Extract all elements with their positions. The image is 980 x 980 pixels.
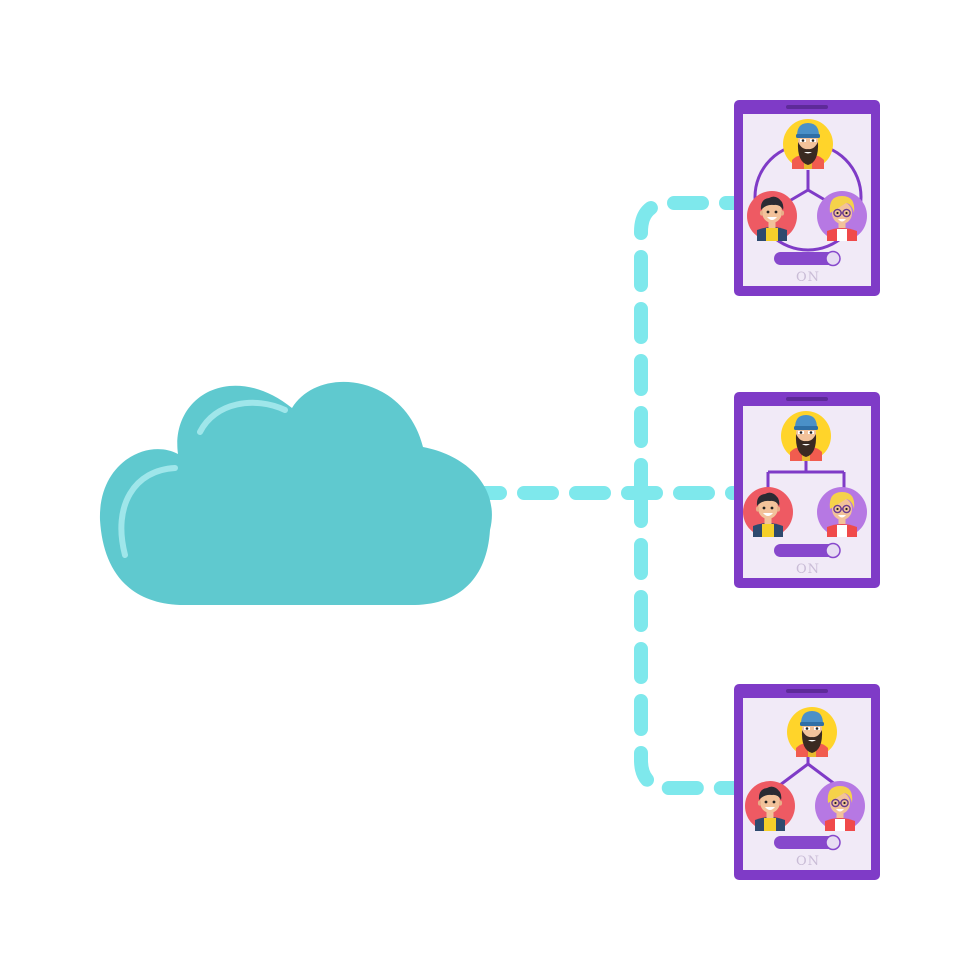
avatar-bearded-icon — [787, 707, 837, 757]
cloud-icon — [99, 381, 492, 605]
tablet-speaker — [786, 397, 828, 401]
avatar-blond-icon — [816, 486, 868, 538]
tablet-speaker — [786, 689, 828, 693]
cloud-highlight-top — [197, 399, 288, 435]
cloud-highlight — [118, 465, 178, 558]
toggle-switch[interactable] — [774, 542, 841, 559]
avatar-man-icon — [747, 191, 797, 241]
toggle-label: ON — [796, 854, 820, 869]
avatar-blond-icon — [816, 190, 868, 242]
avatar-bearded-icon — [781, 411, 831, 461]
tablet-speaker — [786, 105, 828, 109]
tablet-device-1: ON — [734, 100, 880, 296]
avatar-blond-icon — [814, 780, 866, 832]
avatar-bearded-icon — [783, 119, 833, 169]
tablet-device-3: ON — [734, 684, 880, 880]
connector-trunk-down — [634, 486, 743, 795]
tablet-device-2: ON — [734, 392, 880, 588]
connector-trunk-up — [634, 196, 743, 500]
avatar-man-icon — [745, 781, 795, 831]
avatar-man-icon — [743, 487, 793, 537]
toggle-label: ON — [796, 562, 820, 577]
toggle-switch[interactable] — [774, 834, 841, 851]
toggle-label: ON — [796, 270, 820, 285]
toggle-switch[interactable] — [774, 250, 841, 267]
connector-lines — [465, 196, 743, 795]
